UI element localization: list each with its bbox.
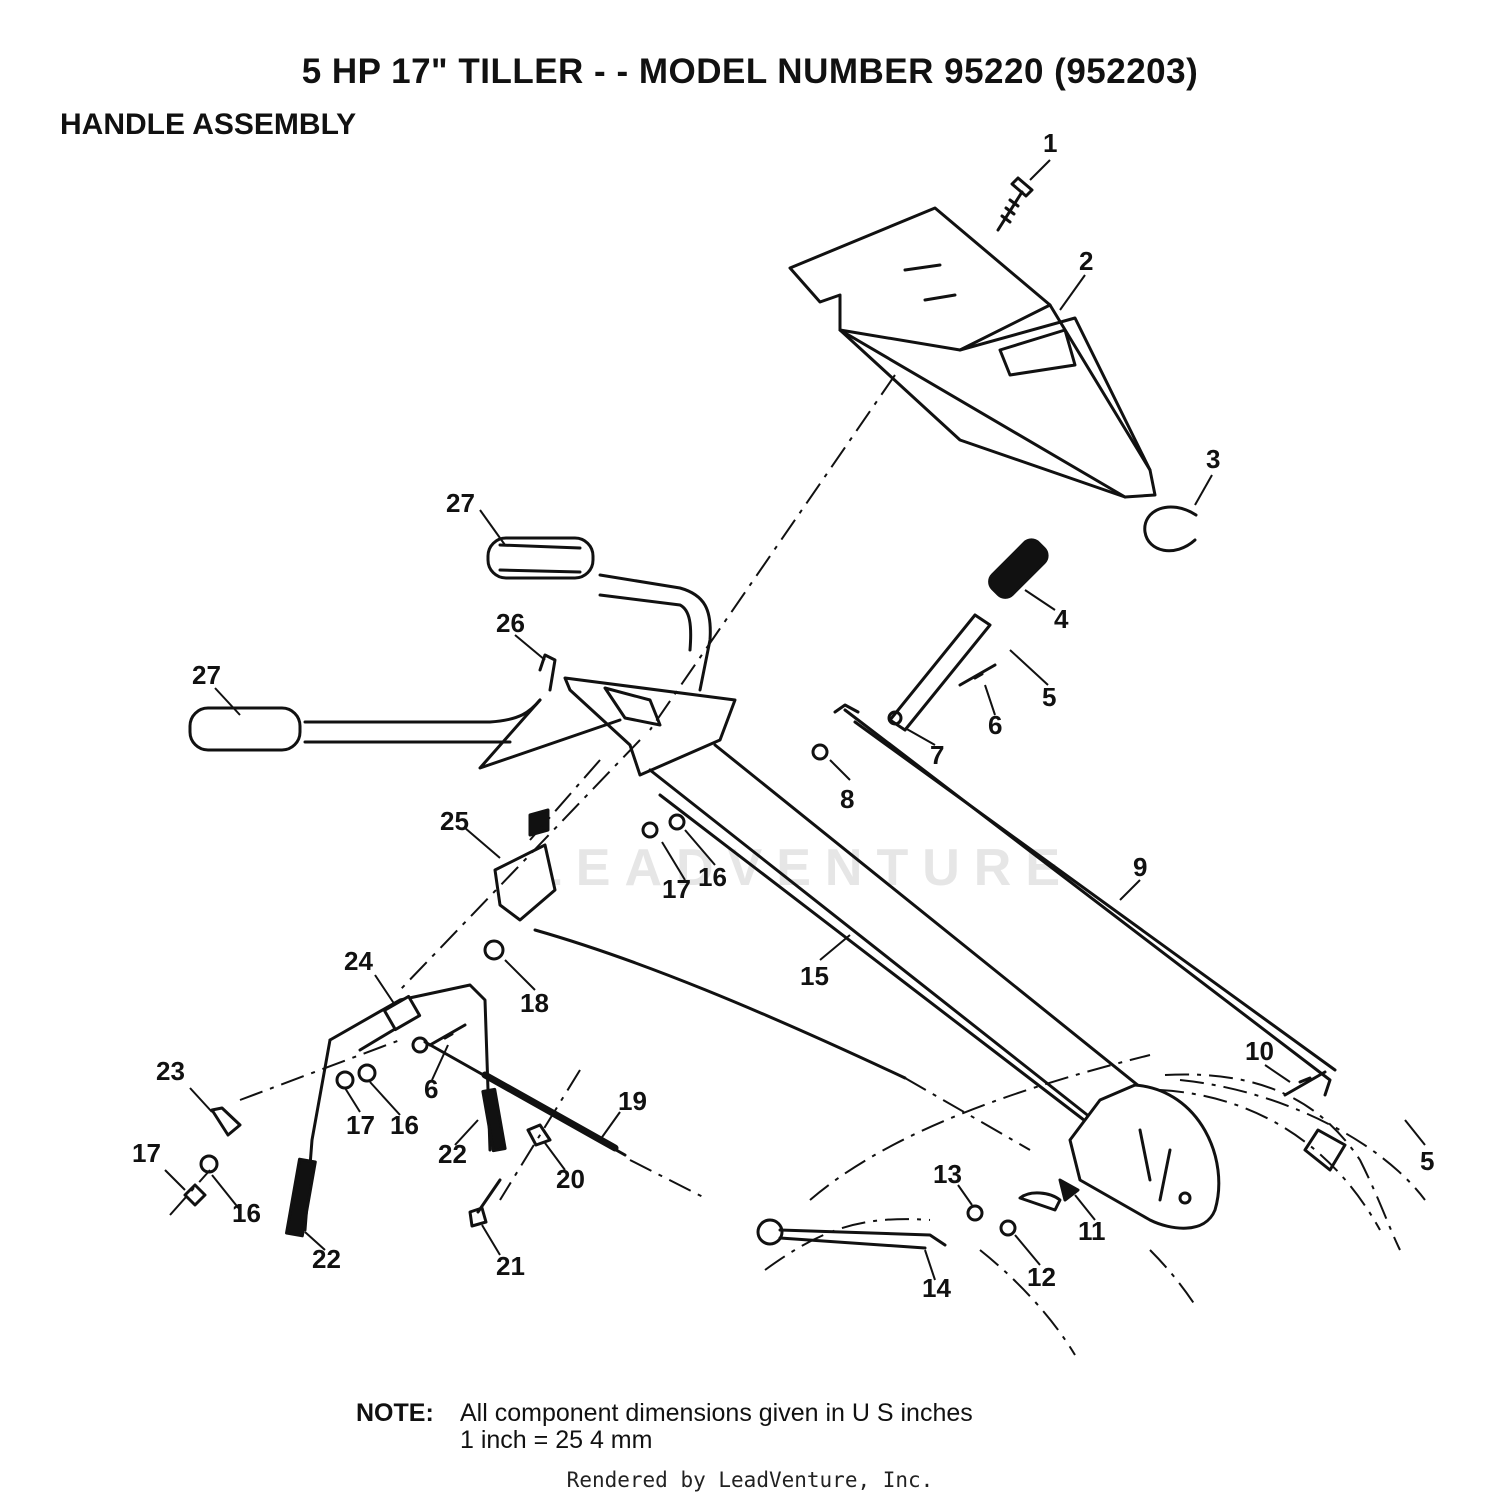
callout-17-lower: 17 [346, 1110, 375, 1140]
callout-11: 11 [1078, 1216, 1106, 1246]
callout-21: 21 [496, 1251, 525, 1281]
part-grip-27 [188, 536, 595, 752]
dash-lever-arc [764, 1218, 931, 1271]
callout-18: 18 [520, 988, 549, 1018]
part-spring-19 [411, 1036, 627, 1157]
callout-7: 7 [930, 740, 944, 770]
callout-12: 12 [1027, 1262, 1056, 1292]
callout-4: 4 [1054, 604, 1069, 634]
callout-2: 2 [1079, 246, 1093, 276]
part-spring-22b [481, 1087, 507, 1153]
dash-tine-arc-3 [1179, 1079, 1426, 1201]
note-label: NOTE: [356, 1399, 434, 1427]
callout-26: 26 [496, 608, 525, 638]
callout-23: 23 [156, 1056, 185, 1086]
part-handle-tube-15 [648, 743, 1152, 1142]
callout-16-far: 16 [232, 1198, 261, 1228]
callout-6: 6 [988, 710, 1002, 740]
callout-22: 22 [438, 1139, 467, 1169]
part-lower-housing [1068, 1083, 1221, 1230]
callout-15: 15 [800, 961, 829, 991]
callout-13: 13 [933, 1159, 962, 1189]
callout-8: 8 [840, 784, 854, 814]
leadventure-watermark: LEADVENTURE [530, 839, 1075, 897]
callout-17-far: 17 [132, 1138, 161, 1168]
callout-3: 3 [1206, 444, 1220, 474]
part-spring-22 [285, 1157, 317, 1238]
dash-bracket-b [529, 759, 601, 841]
callout-25: 25 [440, 806, 469, 836]
part-clip-3 [1143, 505, 1198, 553]
part-control-cable [533, 928, 907, 1080]
note-body: All component dimensions given in U S in… [460, 1400, 973, 1454]
diagram-title: 5 HP 17" TILLER - - MODEL NUMBER 95220 (… [301, 52, 1199, 91]
callout-5-lower: 5 [1420, 1146, 1434, 1176]
callout-14: 14 [922, 1273, 951, 1303]
callout-1: 1 [1043, 128, 1057, 158]
part-bracket-25 [493, 808, 557, 922]
dash-bracket [399, 739, 641, 991]
callout-9: 9 [1133, 852, 1147, 882]
dash-tine-arc-5 [1149, 1249, 1196, 1306]
callout-27-left: 27 [192, 660, 221, 690]
dash-lower-right [904, 1077, 1031, 1151]
part-handle-panel [788, 206, 1157, 499]
part-shift-rod-9 [833, 703, 1337, 1097]
callout-27-top: 27 [446, 488, 475, 518]
dash-housing-arc [809, 1054, 1151, 1201]
part-depth-lever-14 [756, 1218, 947, 1250]
callout-16: 16 [698, 862, 727, 892]
part-screw-1 [996, 176, 1034, 232]
note-line-2: 1 inch = 25 4 mm [460, 1426, 653, 1454]
callout-5: 5 [1042, 682, 1056, 712]
part-shift-lever-7 [887, 538, 1049, 732]
callout-16-lower: 16 [390, 1110, 419, 1140]
part-handlebar [303, 573, 737, 777]
dimension-note: NOTE: All component dimensions given in U… [356, 1400, 973, 1454]
dash-lower-left [239, 1039, 401, 1101]
dash-panel-to-handle [649, 374, 896, 731]
dash-lower-spring [499, 1069, 581, 1201]
render-credit: Rendered by LeadVenture, Inc. [566, 1468, 934, 1492]
dash-lower-nut [169, 1169, 211, 1216]
section-heading: HANDLE ASSEMBLY [60, 108, 357, 141]
callout-24: 24 [344, 946, 373, 976]
callout-20: 20 [556, 1164, 585, 1194]
callout-17: 17 [662, 874, 691, 904]
callout-6-lower: 6 [424, 1074, 438, 1104]
dash-tine-arc-1 [1164, 1073, 1401, 1251]
callout-19: 19 [618, 1086, 647, 1116]
dash-tine-arc-2 [1159, 1089, 1381, 1231]
callout-22-bottom: 22 [312, 1244, 341, 1274]
part-lower-lever-24 [303, 983, 492, 1232]
part-hardware [183, 653, 1347, 1237]
dash-rod-end [629, 1159, 706, 1199]
callout-10: 10 [1245, 1036, 1274, 1066]
note-line-1: All component dimensions given in U S in… [460, 1399, 973, 1427]
dash-tine-arc-4 [979, 1249, 1076, 1356]
